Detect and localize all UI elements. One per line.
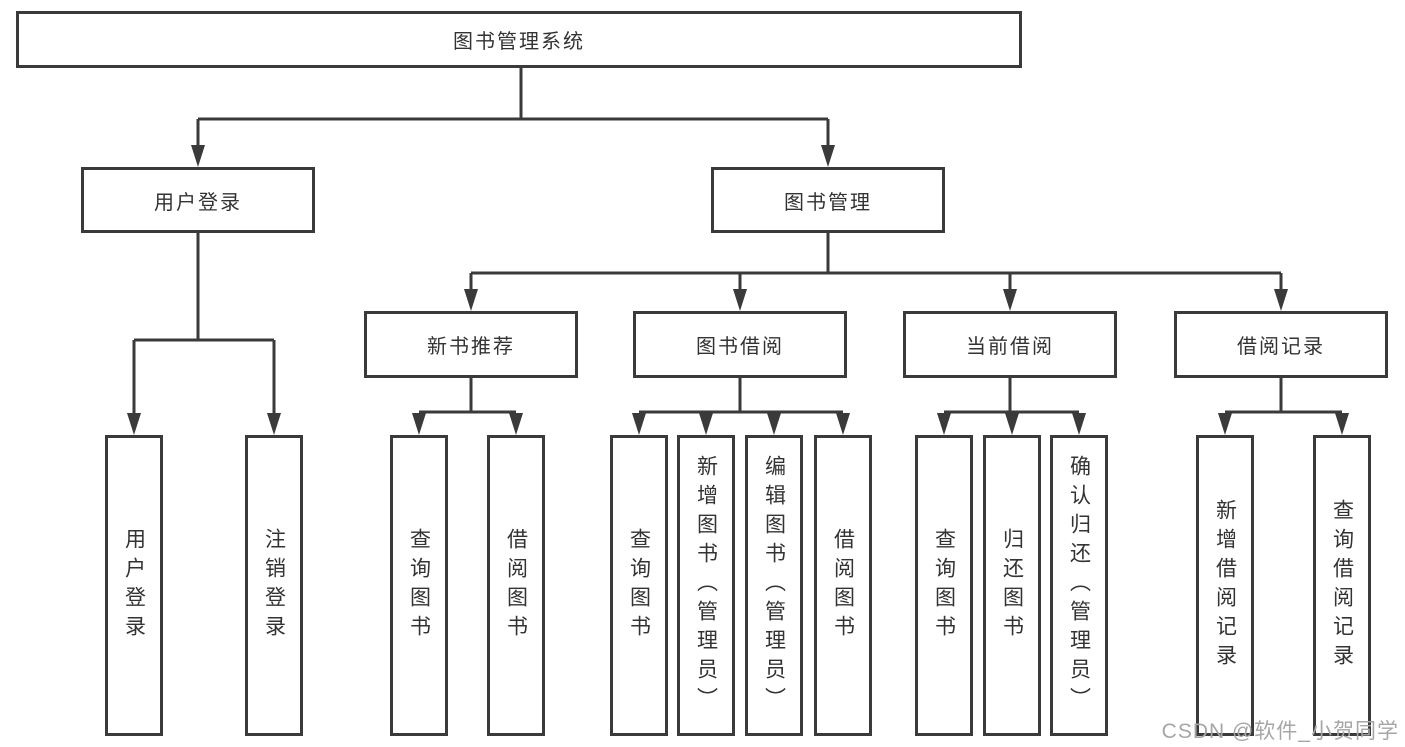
connector-borrowing-records-branch (1225, 410, 1342, 414)
arrowhead-confirm-return (1072, 413, 1086, 435)
leaf-query-books-current: 查询图书 (915, 435, 973, 736)
leaf-add-books-admin-label: 新增图书（管理员） (694, 455, 718, 716)
connector-stem-leaf-logout (272, 340, 276, 415)
leaf-query-books-recommend: 查询图书 (390, 435, 448, 736)
connector-new-book-trunk (469, 378, 473, 412)
node-book-borrowing: 图书借阅 (633, 311, 847, 378)
connector-stem-borrowing-records (1279, 273, 1283, 291)
connector-stem-book-borrowing (738, 273, 742, 291)
connector-stem-new-book (469, 273, 473, 291)
arrowhead-borrow-books-2 (836, 413, 850, 435)
arrowhead-edit-books (767, 413, 781, 435)
leaf-user-login-label: 用户登录 (122, 527, 146, 644)
leaf-borrow-books-borrowing: 借阅图书 (814, 435, 872, 736)
connector-stem-current-borrowing (1008, 273, 1012, 291)
connector-user-login-trunk (196, 233, 200, 340)
leaf-edit-books-admin: 编辑图书（管理员） (745, 435, 803, 736)
arrowhead-return-books (1005, 413, 1019, 435)
connector-user-login-branch (134, 338, 274, 342)
connector-book-borrowing-trunk (738, 378, 742, 412)
leaf-return-books-label: 归还图书 (1000, 527, 1024, 644)
connector-root-trunk (519, 68, 523, 119)
csdn-watermark: CSDN @软件_小贺同学 (1161, 720, 1399, 743)
connector-stem-book-management (826, 119, 830, 147)
arrowhead-leaf-logout (267, 413, 281, 435)
node-user-login: 用户登录 (81, 167, 315, 233)
arrowhead-new-book (464, 289, 478, 311)
leaf-user-login: 用户登录 (105, 435, 163, 736)
connector-stem-leaf-user-login (132, 340, 136, 415)
arrowhead-add-books (699, 413, 713, 435)
arrowhead-query-books-3 (937, 413, 951, 435)
arrowhead-user-login (191, 145, 205, 167)
leaf-borrow-books-borrowing-label: 借阅图书 (831, 527, 855, 644)
leaf-edit-books-admin-label: 编辑图书（管理员） (762, 455, 786, 716)
connector-book-borrowing-branch (639, 410, 843, 414)
arrowhead-query-books-1 (412, 413, 426, 435)
arrowhead-add-borrow-record (1218, 413, 1232, 435)
leaf-query-books-recommend-label: 查询图书 (407, 527, 431, 644)
leaf-query-books-borrowing-label: 查询图书 (627, 527, 651, 644)
node-borrowing-records: 借阅记录 (1174, 311, 1388, 378)
connector-book-management-branch (471, 271, 1281, 275)
connector-current-borrowing-trunk (1008, 378, 1012, 412)
leaf-confirm-return-admin: 确认归还（管理员） (1050, 435, 1108, 736)
leaf-add-borrow-record-label: 新增借阅记录 (1213, 498, 1237, 673)
arrowhead-borrow-books-1 (509, 413, 523, 435)
arrowhead-book-management (821, 145, 835, 167)
root-node-library-management-system: 图书管理系统 (16, 11, 1022, 68)
arrowhead-query-books-2 (632, 413, 646, 435)
leaf-query-borrow-record: 查询借阅记录 (1313, 435, 1371, 736)
connector-root-branch (198, 117, 828, 121)
node-new-book-recommendation: 新书推荐 (364, 311, 578, 378)
leaf-query-books-borrowing: 查询图书 (610, 435, 668, 736)
connector-borrowing-records-trunk (1279, 378, 1283, 412)
leaf-borrow-books-recommend: 借阅图书 (487, 435, 545, 736)
leaf-return-books: 归还图书 (983, 435, 1041, 736)
connector-new-book-branch (419, 410, 516, 414)
leaf-borrow-books-recommend-label: 借阅图书 (504, 527, 528, 644)
arrowhead-query-borrow-record (1335, 413, 1349, 435)
leaf-query-borrow-record-label: 查询借阅记录 (1330, 498, 1354, 673)
leaf-add-borrow-record: 新增借阅记录 (1196, 435, 1254, 736)
leaf-confirm-return-admin-label: 确认归还（管理员） (1067, 455, 1091, 716)
arrowhead-borrowing-records (1274, 289, 1288, 311)
connector-current-borrowing-branch (944, 410, 1079, 414)
leaf-add-books-admin: 新增图书（管理员） (677, 435, 735, 736)
leaf-logout-label: 注销登录 (262, 527, 286, 644)
node-book-management: 图书管理 (711, 167, 945, 233)
arrowhead-book-borrowing (733, 289, 747, 311)
leaf-query-books-current-label: 查询图书 (932, 527, 956, 644)
arrowhead-leaf-user-login (127, 413, 141, 435)
node-current-borrowing: 当前借阅 (903, 311, 1117, 378)
connector-book-management-trunk (826, 233, 830, 273)
connector-stem-user-login (196, 119, 200, 147)
arrowhead-current-borrowing (1003, 289, 1017, 311)
leaf-logout: 注销登录 (245, 435, 303, 736)
